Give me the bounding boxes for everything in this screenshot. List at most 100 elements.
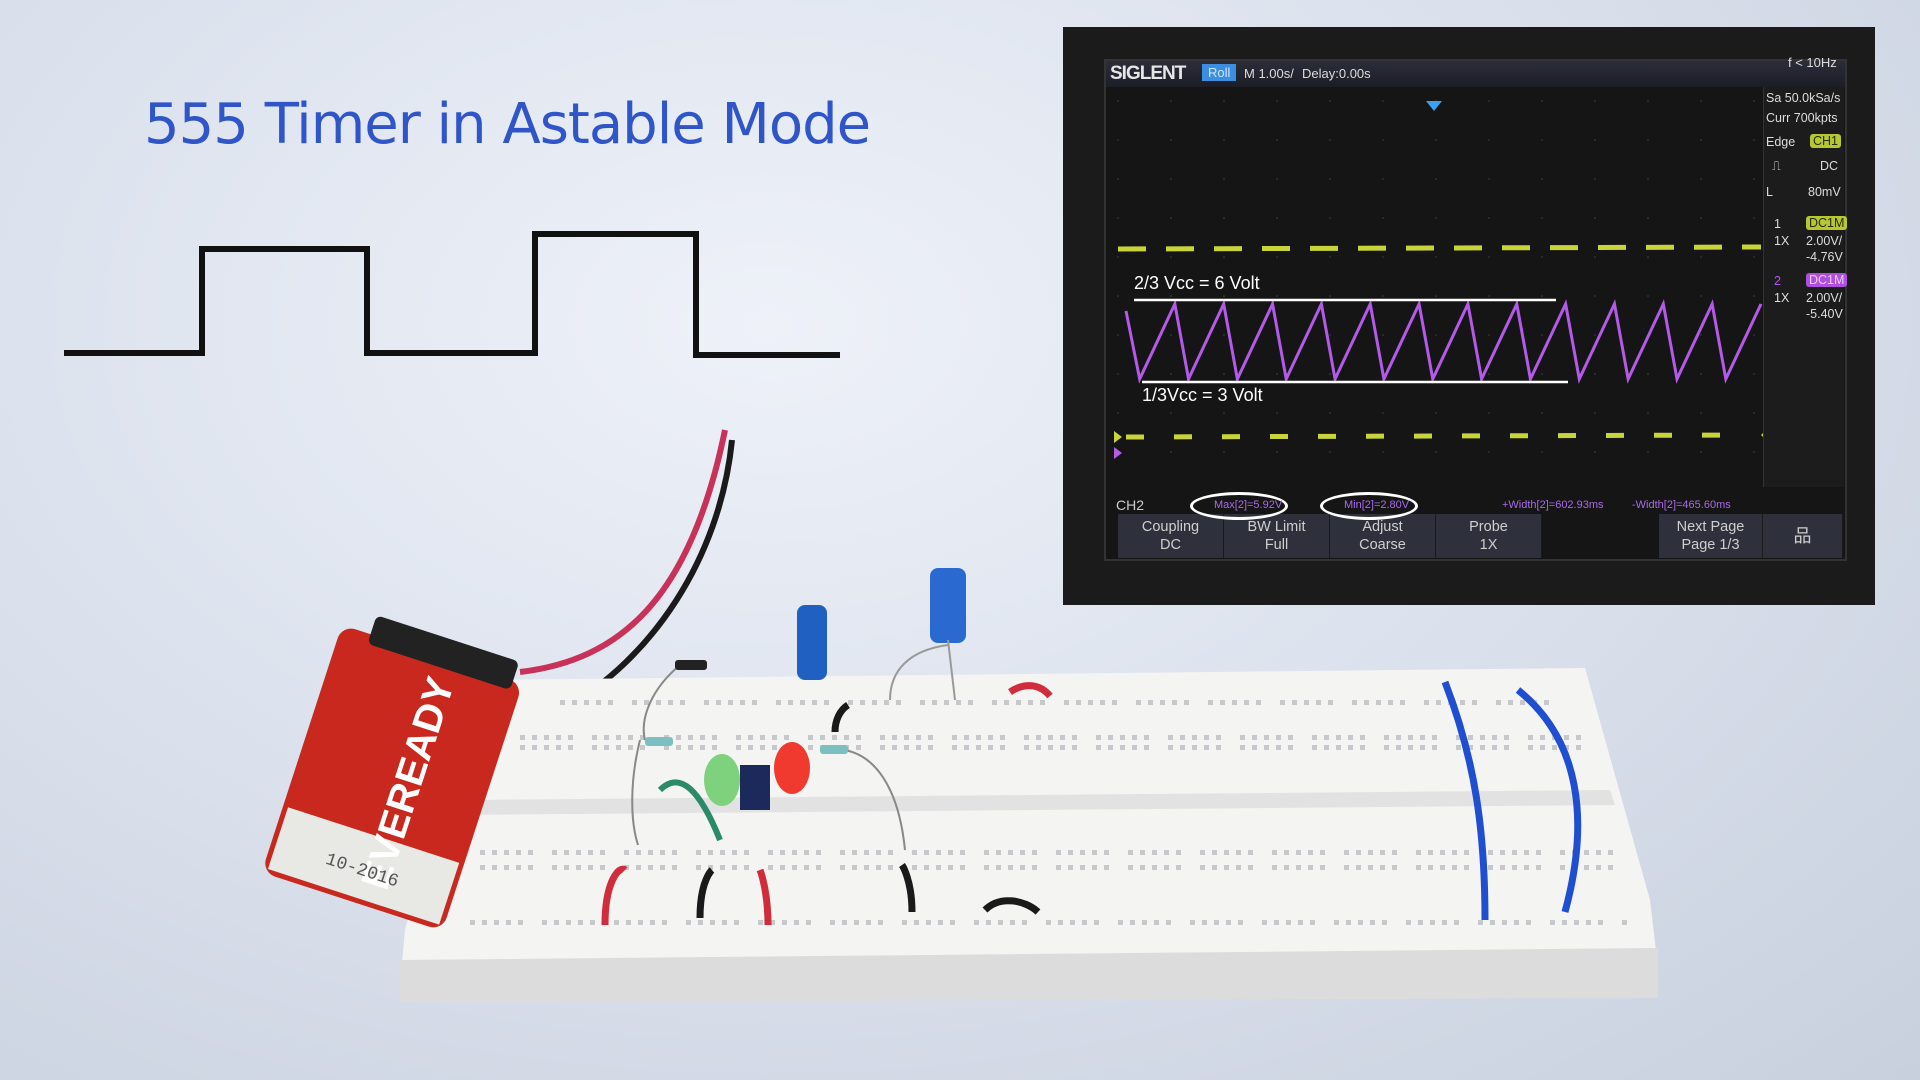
hole [564,850,569,855]
hole [1244,700,1249,705]
hole [1358,920,1363,925]
hole [1416,850,1421,855]
hole [1454,920,1459,925]
hole [924,850,929,855]
measure-min: Min[2]=2.80V [1344,499,1410,511]
hole [1396,745,1401,750]
hole [1252,745,1257,750]
hole [1508,700,1513,705]
jumper-wire-blue [1441,680,1489,921]
hole [1204,735,1209,740]
grid-dot [1700,256,1702,258]
hole [532,735,537,740]
hole [936,865,941,870]
grid-dot [1647,178,1649,180]
grid-dot [1276,451,1278,453]
resistor [820,745,848,754]
hole [698,920,703,925]
hole [1272,865,1277,870]
hole [926,920,931,925]
hole [1308,850,1313,855]
hole [1464,865,1469,870]
hole [552,865,557,870]
hole [748,745,753,750]
square-wave-diagram [64,231,840,358]
measure-pos-width: +Width[2]=602.93ms [1502,499,1604,511]
hole [1312,735,1317,740]
hole [830,920,835,925]
square-wave-line [64,231,840,358]
hole [672,865,677,870]
grid-dot [1435,139,1437,141]
network-icon[interactable]: 品 [1763,514,1843,558]
capacitor [797,605,827,680]
hole [1312,745,1317,750]
grid-dot [1488,451,1490,453]
hole [1520,700,1525,705]
hole [916,735,921,740]
grid-dot [1488,139,1490,141]
grid-dot [1541,217,1543,219]
hole [780,865,785,870]
hole [1380,850,1385,855]
hole [824,700,829,705]
hole [948,850,953,855]
grid-dot [1170,256,1172,258]
hole [752,700,757,705]
grid-dot [1435,256,1437,258]
hole [708,850,713,855]
hole [976,745,981,750]
hole [1320,850,1325,855]
hole [964,745,969,750]
hole [588,850,593,855]
hole [712,735,717,740]
hole [988,735,993,740]
hole [1526,920,1531,925]
grid-dot [1488,412,1490,414]
hole [888,865,893,870]
scope-top-bar: SIGLENT Roll M 1.00s/ Delay:0.00s f < 10… [1106,55,1845,87]
hole [592,735,597,740]
button-value: 1X [1479,537,1498,553]
grid-dot [1753,256,1755,258]
hole [1298,920,1303,925]
hole [1496,700,1501,705]
hole [1364,700,1369,705]
hole [1524,865,1529,870]
grid-dot [1223,412,1225,414]
scope-right-panel: Sa 50.0kSa/s Curr 700kpts Edge CH1 ⎍ DC … [1763,87,1848,487]
grid-dot [1541,139,1543,141]
hole [1334,920,1339,925]
hole [1424,700,1429,705]
hole [584,700,589,705]
hole [1130,920,1135,925]
hole [1500,850,1505,855]
hole [1284,850,1289,855]
hole [1384,745,1389,750]
hole [1208,700,1213,705]
hole [888,850,893,855]
hole [878,920,883,925]
hole [800,700,805,705]
hole [628,735,633,740]
jumper-wire-blue [1515,687,1582,913]
grid-dot [1382,178,1384,180]
hole [1552,745,1557,750]
hole [1420,735,1425,740]
hole [470,920,475,925]
grid-dot [1435,451,1437,453]
hole [656,700,661,705]
grid-dot [1329,178,1331,180]
hole [1316,700,1321,705]
hole [794,920,799,925]
hole [924,865,929,870]
button-value: Full [1264,537,1289,553]
hole [568,745,573,750]
hole [552,850,557,855]
